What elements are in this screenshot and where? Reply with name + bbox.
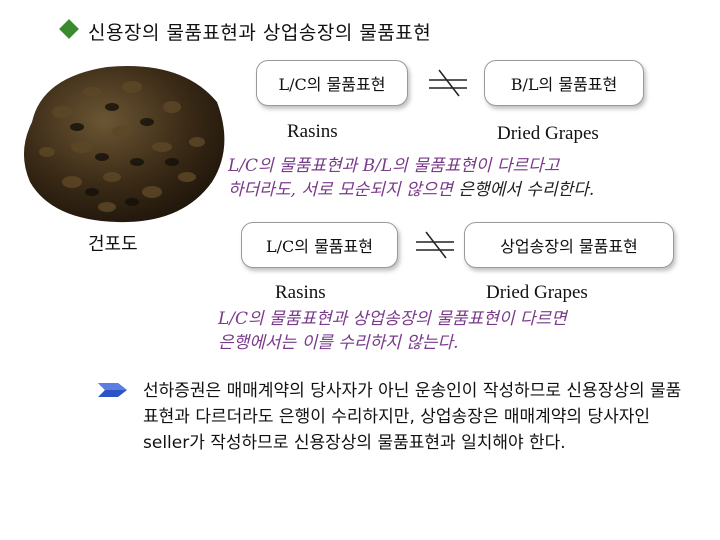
ribbon-arrow-icon [98,383,127,397]
invoice-goods-label: Dried Grapes [486,282,588,303]
note-2: L/C의 물품표현과 상업송장의 물품표현이 다르면 은행에서는 이를 수리하지… [218,307,708,355]
invoice-description-box: 상업송장의 물품표현 [464,222,674,268]
note-1-line2: 하더라도, 서로 모순되지 않으면 은행에서 수리한다. [228,178,708,202]
bl-goods-label: Dried Grapes [497,123,599,144]
note-1-line1: L/C의 물품표현과 B/L의 물품표현이 다르다고 [228,156,560,176]
diamond-bullet-icon [59,19,79,39]
note-1-highlight: 은행에서 수리한다. [458,180,595,200]
note-1: L/C의 물품표현과 B/L의 물품표현이 다르다고 하더라도, 서로 모순되지… [228,154,708,202]
lc-description-box-1: L/C의 물품표현 [256,60,408,106]
note-1-line2-text: 하더라도, 서로 모순되지 않으면 [228,180,459,200]
lc-description-label: L/C의 물품표현 [278,75,386,94]
not-equal-icon-2 [416,231,454,259]
lc-goods-label-1: Rasins [287,121,338,142]
lc-description-label-2: L/C의 물품표현 [266,237,373,256]
photo-caption: 건포도 [88,234,138,255]
lc-description-box-2: L/C의 물품표현 [241,222,398,268]
bl-description-box: B/L의 물품표현 [484,60,644,106]
bl-description-label: B/L의 물품표현 [510,75,618,94]
not-equal-icon [429,69,467,97]
lc-goods-label-2: Rasins [275,282,326,303]
slide-title: 신용장의 물품표현과 상업송장의 물품표현 [88,22,432,44]
note-2-line2: 은행에서는 이를 수리하지 않는다. [218,333,459,353]
note-2-line1: L/C의 물품표현과 상업송장의 물품표현이 다르면 [218,309,567,329]
raisins-photo [23,66,225,223]
invoice-description-label: 상업송장의 물품표현 [500,237,638,256]
explanation-paragraph: 선하증권은 매매계약의 당사자가 아닌 운송인이 작성하므로 신용장상의 물품표… [143,381,682,453]
